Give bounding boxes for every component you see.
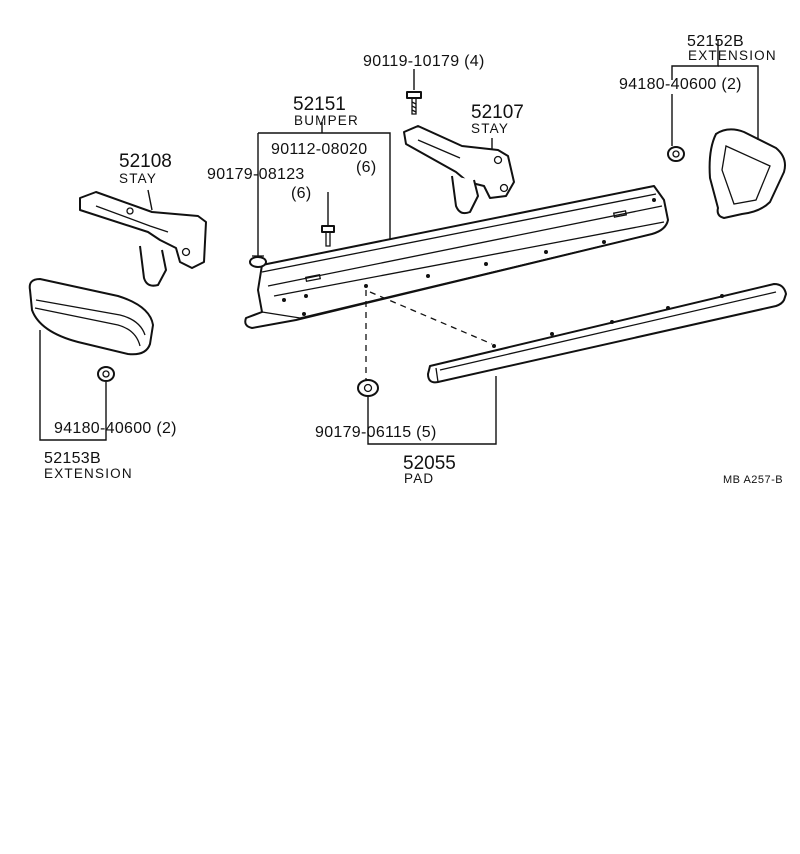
nut-right-icon: [667, 146, 685, 162]
stay-right-part: [403, 125, 515, 215]
bolt-top-icon: [406, 91, 422, 115]
label-bolt-top: 90119-10179 (4): [363, 53, 485, 70]
clip-upper-icon: [249, 255, 267, 268]
part-labels: 90119-10179 (4) 52152B EXTENSION 94180-4…: [44, 33, 783, 486]
label-pad-name: PAD: [404, 471, 434, 486]
label-clip-lower: 90179-06115 (5): [315, 424, 437, 441]
bolt-mid-icon: [321, 225, 335, 247]
label-extension-right-no: 52152B: [687, 33, 744, 50]
bumper-bar-part: [244, 185, 669, 329]
label-stay-right-no: 52107: [471, 102, 524, 123]
label-bumper-no: 52151: [293, 94, 346, 115]
label-bolt-mid: 90112-08020: [271, 141, 367, 158]
leader-lines: [39, 39, 759, 445]
label-pad-no: 52055: [403, 453, 456, 474]
label-stay-left-no: 52108: [119, 151, 172, 172]
label-nut-right: 94180-40600 (2): [619, 76, 742, 93]
pad-part: [427, 283, 787, 384]
label-clip-upper: 90179-08123: [207, 166, 305, 183]
extension-right-part: [708, 128, 786, 219]
label-bumper-name: BUMPER: [294, 113, 359, 128]
label-extension-right-name: EXTENSION: [688, 48, 777, 63]
label-stay-left-name: STAY: [119, 171, 157, 186]
label-nut-left: 94180-40600 (2): [54, 420, 177, 437]
stay-left-part: [79, 191, 207, 287]
label-stay-right-name: STAY: [471, 121, 509, 136]
label-extension-left-no: 52153B: [44, 450, 101, 467]
label-bolt-mid-qty: (6): [356, 159, 376, 176]
label-drawing-code: MB A257-B: [723, 474, 783, 486]
label-extension-left-name: EXTENSION: [44, 466, 133, 481]
label-clip-upper-qty: (6): [291, 185, 311, 202]
clip-lower-icon: [357, 379, 379, 397]
nut-left-icon: [97, 366, 115, 382]
extension-left-part: [28, 278, 154, 356]
